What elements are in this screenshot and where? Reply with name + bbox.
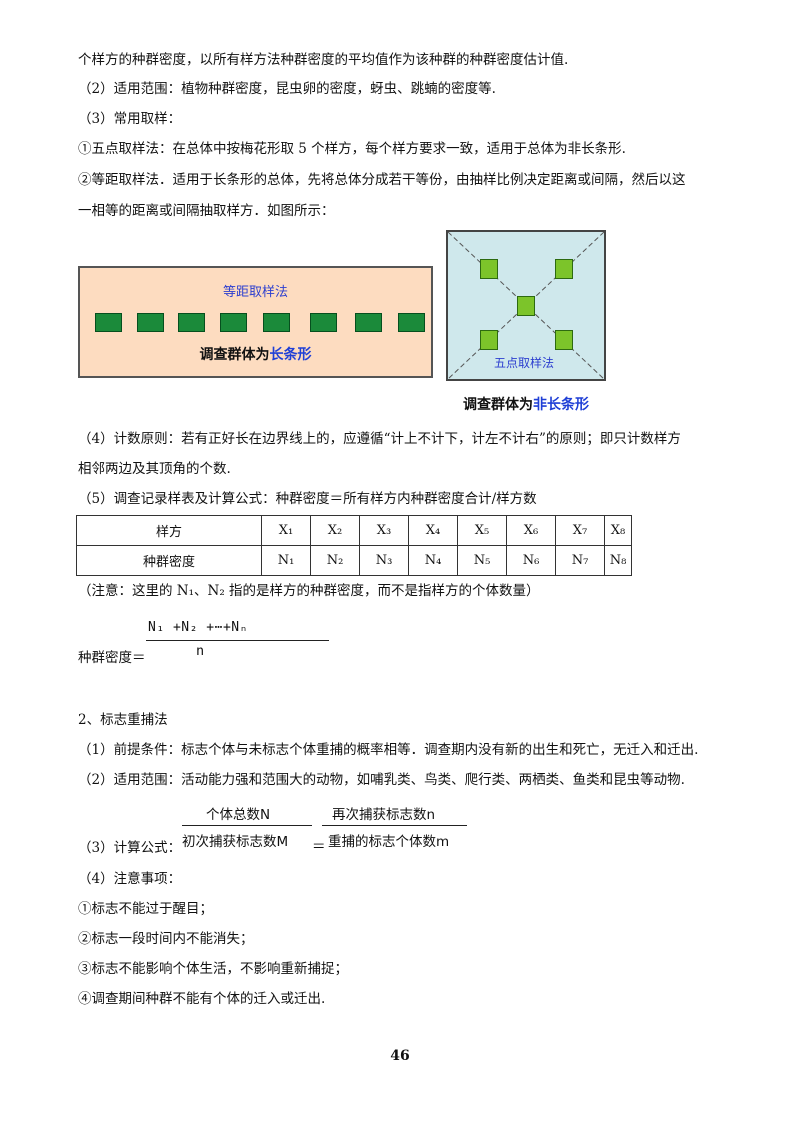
formula-label: （3）计算公式： (78, 840, 182, 856)
text-line: 一相等的距离或间隔抽取样方．如图所示： (78, 203, 335, 219)
table-cell: X₁ (261, 515, 311, 546)
formula-denominator: n (196, 643, 205, 659)
figure-title: 等距取样法 (222, 285, 288, 300)
table-header-cell: 样方 (76, 515, 262, 546)
table-header-cell: 种群密度 (76, 545, 262, 576)
sample-plot (398, 313, 425, 332)
sample-plot (480, 330, 498, 350)
table-cell: N₁ (261, 545, 311, 576)
table-cell: N₈ (604, 545, 632, 576)
table-cell: N₆ (506, 545, 556, 576)
table-cell: N₅ (457, 545, 507, 576)
formula-denominator: 重捕的标志个体数m (328, 834, 450, 850)
fraction-bar (146, 640, 329, 641)
list-item: ④调查期间种群不能有个体的迁入或迁出. (78, 991, 326, 1007)
sample-plot (95, 313, 122, 332)
text-line: ②等距取样法．适用于长条形的总体，先将总体分成若干等份，由抽样比例决定距离或间隔… (78, 172, 686, 188)
text-line: （2）适用范围：活动能力强和范围大的动物，如哺乳类、鸟类、爬行类、两栖类、鱼类和… (78, 772, 685, 788)
text-line: （5）调查记录样表及计算公式：种群密度＝所有样方内种群密度合计/样方数 (78, 491, 537, 507)
list-item: ③标志不能影响个体生活，不影响重新捕捉； (78, 961, 348, 977)
figure-caption: 调查群体为非长条形 (463, 397, 589, 413)
table-cell: X₇ (555, 515, 605, 546)
table-cell: X₄ (408, 515, 458, 546)
table-cell: N₃ (359, 545, 409, 576)
list-item: ①标志不能过于醒目； (78, 901, 213, 917)
figure-caption: 调查群体为长条形 (199, 347, 312, 363)
list-item: ②标志一段时间内不能消失； (78, 931, 254, 947)
five-point-sampling-figure: 五点取样法 (446, 230, 606, 381)
formula-numerator: 再次捕获标志数n (332, 807, 436, 823)
table-cell: X₂ (310, 515, 360, 546)
text-line: （3）常用取样： (78, 111, 182, 127)
sample-plot (178, 313, 205, 332)
text-line: （2）适用范围：植物种群密度，昆虫卵的密度，蚜虫、跳蝻的密度等. (78, 81, 496, 97)
text-line: 相邻两边及其顶角的个数. (78, 461, 231, 477)
sample-plot (263, 313, 290, 332)
sample-plot (310, 313, 337, 332)
equals-sign: ＝ (312, 839, 326, 855)
table-cell: X₅ (457, 515, 507, 546)
sample-plot (517, 296, 535, 316)
formula-label: 种群密度＝ (78, 650, 146, 666)
sample-plot (480, 259, 498, 279)
sample-plot (555, 330, 573, 350)
table-cell: X₈ (604, 515, 632, 546)
sample-plot (137, 313, 164, 332)
note-text: （注意：这里的 N₁、N₂ 指的是样方的种群密度，而不是指样方的个体数量） (78, 583, 540, 599)
table-cell: X₆ (506, 515, 556, 546)
text-line: ①五点取样法：在总体中按梅花形取 5 个样方，每个样方要求一致，适用于总体为非长… (78, 141, 626, 157)
fraction-bar (322, 825, 467, 826)
fraction-bar (182, 825, 312, 826)
text-line: （1）前提条件：标志个体与未标志个体重捕的概率相等．调查期内没有新的出生和死亡，… (78, 742, 699, 758)
formula-numerator: 个体总数N (206, 807, 271, 823)
sample-plot (355, 313, 382, 332)
formula-numerator: N₁ +N₂ +⋯+Nₙ (148, 620, 248, 635)
record-table: 样方 X₁ X₂ X₃ X₄ X₅ X₆ X₇ X₈ 种群密度 N₁ N₂ N₃… (76, 515, 632, 576)
table-cell: N₂ (310, 545, 360, 576)
sample-plot (220, 313, 247, 332)
section-heading: 2、标志重捕法 (78, 712, 168, 728)
table-row: 样方 X₁ X₂ X₃ X₄ X₅ X₆ X₇ X₈ (76, 515, 632, 546)
sample-plot (555, 259, 573, 279)
page-number: 46 (390, 1048, 410, 1064)
text-line: （4）计数原则：若有正好长在边界线上的，应遵循“计上不计下，计左不计右”的原则；… (78, 431, 681, 447)
table-cell: N₇ (555, 545, 605, 576)
equal-distance-sampling-figure: 等距取样法 调查群体为长条形 (78, 266, 433, 378)
table-cell: N₄ (408, 545, 458, 576)
table-cell: X₃ (359, 515, 409, 546)
text-line: （4）注意事项： (78, 871, 182, 887)
table-row: 种群密度 N₁ N₂ N₃ N₄ N₅ N₆ N₇ N₈ (76, 545, 632, 576)
figure-label: 五点取样法 (494, 356, 555, 370)
text-line: 个样方的种群密度，以所有样方法种群密度的平均值作为该种群的种群密度估计值. (78, 52, 569, 68)
formula-denominator: 初次捕获标志数M (182, 834, 289, 850)
